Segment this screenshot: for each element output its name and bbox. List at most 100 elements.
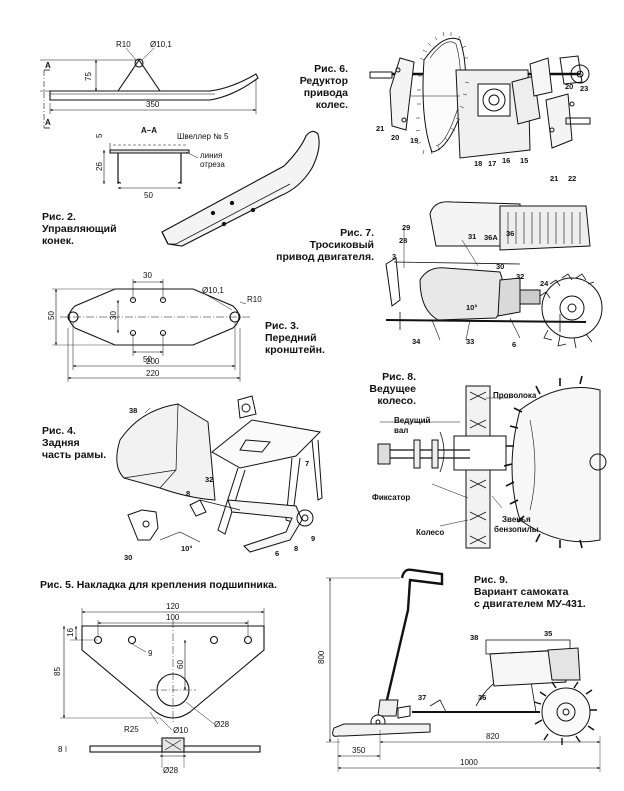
fig9-caption-line-3: с двигателем МУ-431. bbox=[474, 598, 586, 610]
fig3-caption: Рис. 3. Передний кронштейн. bbox=[265, 320, 325, 356]
fig9-caption-line-1: Рис. 9. bbox=[474, 574, 508, 586]
fig2-length-350: 350 bbox=[146, 100, 160, 109]
fig7-caption-line-1: Рис. 7. bbox=[340, 227, 374, 239]
fig9-width-1000: 1000 bbox=[460, 758, 478, 767]
fig9-height-800: 800 bbox=[317, 650, 326, 664]
fig6-sprocket-teeth bbox=[415, 31, 470, 155]
fig3-caption-line-2: Передний bbox=[265, 332, 317, 344]
fig8-caption-line-2: Ведущее bbox=[369, 383, 416, 395]
fig9-width-350: 350 bbox=[352, 746, 366, 755]
fig5-thickness-8: 8 bbox=[58, 745, 63, 754]
fig5-hole-d10: Ø10 bbox=[173, 726, 189, 735]
fig7-part-34: 34 bbox=[412, 337, 421, 346]
fig8-wheel-label: Колесо bbox=[416, 528, 444, 537]
fig6-part-22: 22 bbox=[568, 174, 576, 183]
fig4-part-9: 9 bbox=[311, 534, 315, 543]
fig5-caption-line-1: Рис. 5. Накладка для крепления подшипник… bbox=[40, 579, 277, 591]
fig6-part-21b: 21 bbox=[550, 174, 558, 183]
fig9-caption-line-2: Вариант самоката bbox=[474, 586, 569, 598]
fig3-front-bracket bbox=[52, 279, 250, 382]
fig2-thickness-5: 5 bbox=[95, 133, 104, 138]
fig6-caption-line-3: привода bbox=[303, 87, 348, 99]
fig2-channel-label: Швеллер № 5 bbox=[177, 132, 229, 141]
fig6-part-17: 17 bbox=[488, 159, 496, 168]
fig7-part-32: 32 bbox=[516, 272, 524, 281]
fig4-part-6: 6 bbox=[275, 549, 279, 558]
fig3-height-30: 30 bbox=[109, 311, 118, 320]
fig9-part-35: 35 bbox=[544, 629, 552, 638]
fig6-part-20b: 20 bbox=[391, 133, 399, 142]
fig5-height-85: 85 bbox=[53, 667, 62, 676]
fig2-caption-line-3: конек. bbox=[42, 235, 74, 247]
fig7-caption-line-3: привод двигателя. bbox=[276, 251, 374, 263]
fig7-part-24: 24 bbox=[540, 279, 549, 288]
fig2-caption-line-1: Рис. 2. bbox=[42, 211, 76, 223]
fig7-part-33: 33 bbox=[466, 337, 474, 346]
fig3-hole-d10: Ø10,1 bbox=[202, 286, 224, 295]
fig2-caption-line-2: Управляющий bbox=[42, 223, 117, 235]
fig5-bore-d28-side: Ø28 bbox=[163, 766, 179, 775]
fig9-scooter bbox=[326, 568, 601, 772]
fig2-section-a-bottom: A bbox=[45, 118, 51, 127]
fig3-caption-line-1: Рис. 3. bbox=[265, 320, 299, 332]
fig4-part-38: 38 bbox=[129, 406, 137, 415]
fig6-caption-line-1: Рис. 6. bbox=[314, 63, 348, 75]
fig4-part-8a: 8 bbox=[186, 489, 190, 498]
fig6-caption-line-2: Редуктор bbox=[299, 75, 348, 87]
fig8-links-label-1: Звенья bbox=[502, 515, 531, 524]
fig2-r10-label: R10 bbox=[116, 40, 131, 49]
fig9-part-38: 38 bbox=[470, 633, 478, 642]
fig3-width-200: 200 bbox=[146, 357, 160, 366]
fig5-width-100: 100 bbox=[166, 613, 180, 622]
fig4-caption-line-2: Задняя bbox=[42, 437, 80, 449]
fig4-part-32: 32 bbox=[205, 475, 213, 484]
fig7-part-3: 3 bbox=[392, 252, 396, 261]
fig8-caption: Рис. 8. Ведущее колесо. bbox=[340, 371, 416, 407]
fig7-angle: 10° bbox=[466, 303, 477, 312]
fig8-caption-line-1: Рис. 8. bbox=[382, 371, 416, 383]
fig7-part-6: 6 bbox=[512, 340, 516, 349]
fig8-caption-line-3: колесо. bbox=[377, 395, 416, 407]
fig7-part-28: 28 bbox=[399, 236, 407, 245]
fig5-height-16: 16 bbox=[66, 628, 75, 637]
fig4-part-30: 30 bbox=[124, 553, 132, 562]
fig2-width-50: 50 bbox=[144, 191, 153, 200]
fig6-part-16: 16 bbox=[502, 156, 510, 165]
fig7-part-29: 29 bbox=[402, 223, 410, 232]
fig7-part-36: 36 bbox=[506, 229, 514, 238]
fig6-part-20a: 20 bbox=[565, 82, 573, 91]
fig4-part-8b: 8 bbox=[294, 544, 298, 553]
fig6-reducer bbox=[369, 37, 591, 159]
fig6-part-21a: 21 bbox=[376, 124, 384, 133]
fig2-cutline-label-1: линия bbox=[200, 151, 222, 160]
fig8-shaft-label-1: Ведущий bbox=[394, 416, 431, 425]
fig3-caption-line-3: кронштейн. bbox=[265, 344, 325, 356]
fig5-caption: Рис. 5. Накладка для крепления подшипник… bbox=[40, 579, 277, 591]
fig8-wire-label: Проволока bbox=[493, 391, 537, 400]
fig5-height-60: 60 bbox=[176, 660, 185, 669]
fig4-part-7: 7 bbox=[305, 459, 309, 468]
fig9-part-37: 37 bbox=[418, 693, 426, 702]
fig7-caption: Рис. 7. Тросиковый привод двигателя. bbox=[262, 227, 374, 263]
fig8-driving-wheel bbox=[377, 375, 607, 549]
fig2-height-26: 26 bbox=[95, 162, 104, 171]
fig6-part-15: 15 bbox=[520, 156, 528, 165]
fig2-caption: Рис. 2. Управляющий конек. bbox=[42, 211, 117, 247]
fig3-width-220: 220 bbox=[146, 369, 160, 378]
fig9-part-36: 36 bbox=[478, 693, 486, 702]
fig2-section-title: А–А bbox=[141, 126, 157, 135]
fig6-caption: Рис. 6. Редуктор привода колес. bbox=[268, 63, 348, 111]
fig2-height-75: 75 bbox=[84, 72, 93, 81]
fig9-width-820: 820 bbox=[486, 732, 500, 741]
fig4-caption: Рис. 4. Задняя часть рамы. bbox=[42, 425, 106, 461]
fig7-part-30: 30 bbox=[496, 262, 504, 271]
fig2-ski-isometric bbox=[161, 130, 320, 247]
fig7-part-31: 31 bbox=[468, 232, 476, 241]
fig9-caption: Рис. 9. Вариант самоката с двигателем МУ… bbox=[474, 574, 586, 610]
fig2-ski-side-view bbox=[40, 47, 259, 129]
fig3-width-50: 50 bbox=[143, 355, 152, 364]
fig4-caption-line-1: Рис. 4. bbox=[42, 425, 76, 437]
fig5-hole-9: 9 bbox=[148, 649, 153, 658]
fig5-bore-d28: Ø28 bbox=[214, 720, 230, 729]
fig5-bearing-plate bbox=[60, 608, 265, 768]
